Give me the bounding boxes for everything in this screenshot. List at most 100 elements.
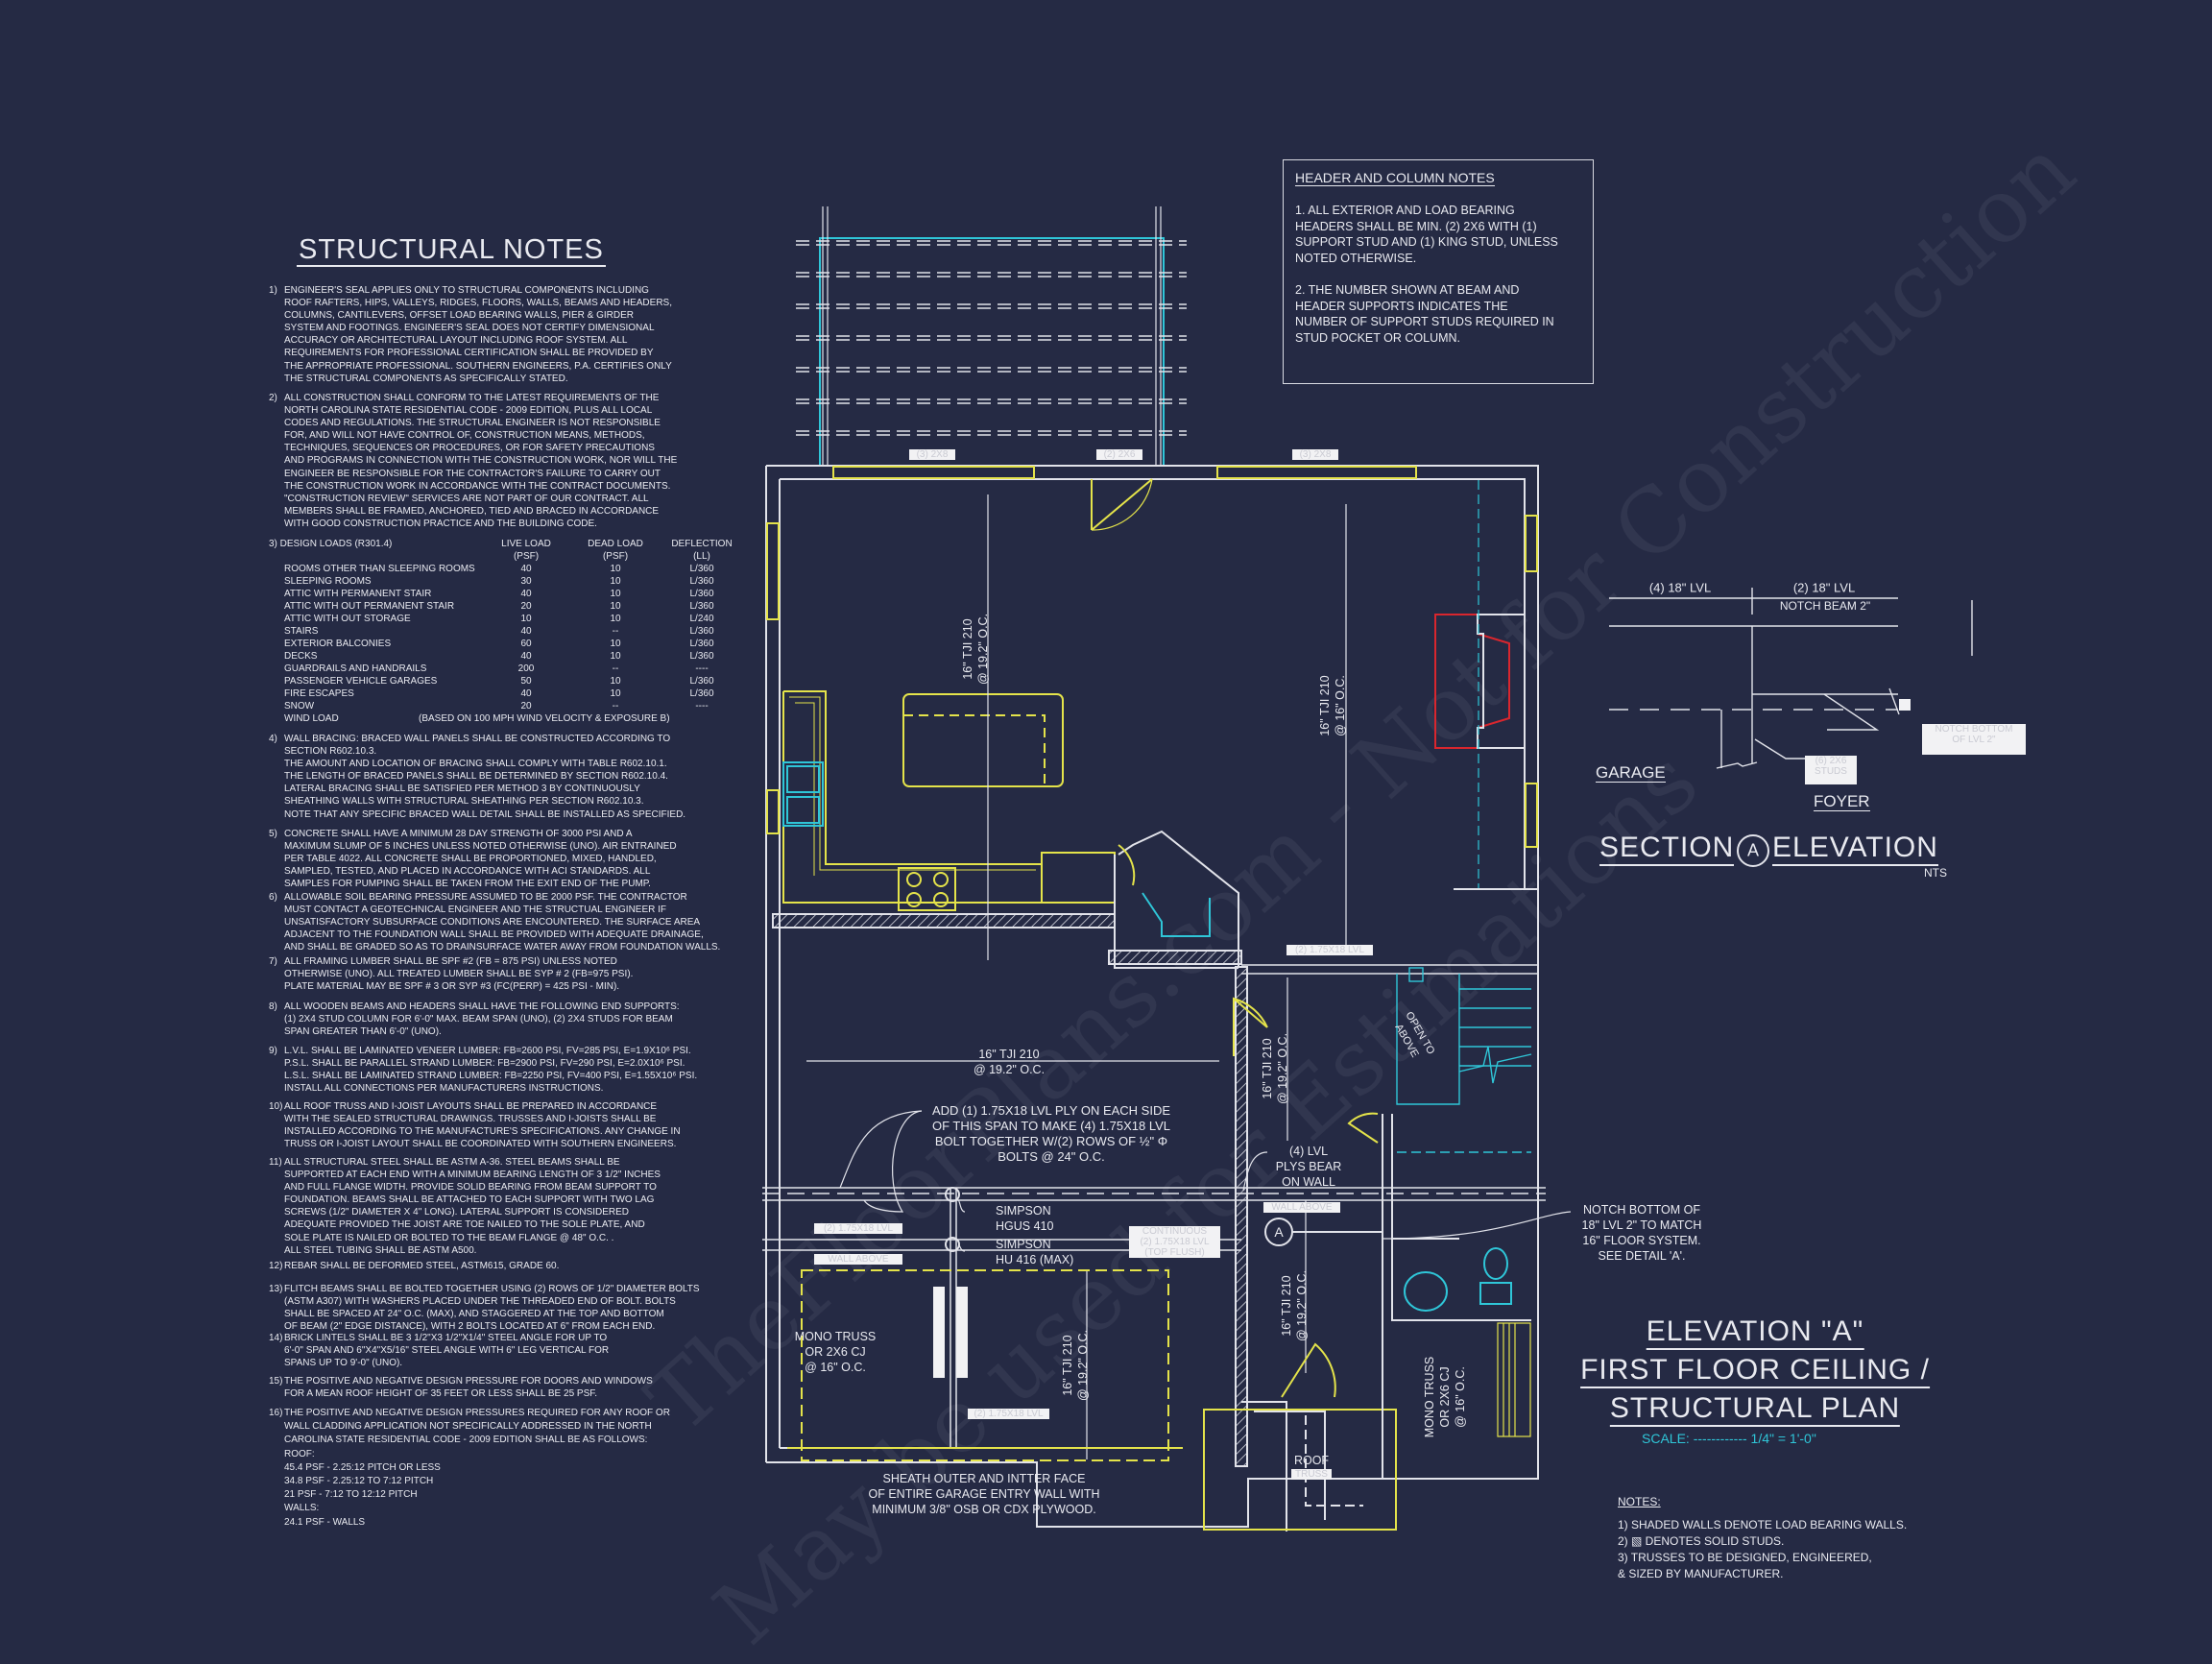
bathroom-fixtures	[1404, 1247, 1512, 1312]
joist-arrows	[806, 494, 1347, 1459]
dead-load: --	[612, 626, 619, 637]
section-garage-label: GARAGE	[1596, 763, 1666, 783]
joist-label-living: 16" TJI 210 @ 16" O.C.	[1318, 675, 1347, 736]
header-column-notes-box	[1283, 159, 1594, 384]
windows	[766, 466, 1538, 848]
live-load: 60	[520, 639, 532, 649]
note-text: ALL ROOF TRUSS AND I-JOIST LAYOUTS SHALL…	[284, 1101, 681, 1150]
note-text: BRICK LINTELS SHALL BE 3 1/2"x3 1/2"x1/4…	[284, 1333, 610, 1369]
deflection: ----	[695, 663, 709, 674]
simpson-hu-label: SIMPSON HU 416 (MAX)	[996, 1238, 1074, 1266]
header-column-note-2: 2. THE NUMBER SHOWN AT BEAM AND HEADER S…	[1295, 283, 1554, 345]
load-category: GUARDRAILS AND HANDRAILS	[284, 663, 427, 674]
deck-joists	[796, 240, 1187, 436]
dead-load: 10	[610, 651, 621, 662]
note-text: ALL STRUCTURAL STEEL SHALL BE ASTM A-36.…	[284, 1157, 661, 1256]
dead-load: 10	[610, 639, 621, 649]
column-units: (PSF)	[602, 551, 629, 562]
deck-posts	[822, 206, 1162, 466]
section-title-left: SECTION	[1599, 832, 1735, 866]
section-left-beam: (4) 18" LVL	[1648, 580, 1712, 595]
live-load: 20	[520, 701, 532, 711]
bearing-wall	[1235, 966, 1248, 1467]
note-text: FLITCH BEAMS SHALL BE BOLTED TOGETHER US…	[284, 1284, 700, 1333]
beam-tag: WALL ABOVE	[1263, 1202, 1340, 1213]
live-load: 40	[520, 626, 532, 637]
note-number: 11)	[269, 1157, 282, 1168]
load-category: STAIRS	[284, 626, 319, 637]
deflection: L/360	[689, 676, 714, 687]
note-number: 15)	[269, 1376, 283, 1387]
scale-value: ------------ 1/4" = 1'-0"	[1693, 1431, 1816, 1446]
load-category: SLEEPING ROOMS	[284, 576, 372, 587]
section-nts: NTS	[1924, 866, 1947, 880]
note-text: ALL CONSTRUCTION SHALL CONFORM TO THE LA…	[284, 393, 678, 529]
deflection: L/360	[689, 589, 714, 599]
live-load: 30	[520, 576, 532, 587]
note-text: REBAR SHALL BE DEFORMED STEEL, ASTM615, …	[284, 1261, 560, 1271]
general-notes-heading: NOTES:	[1618, 1495, 1661, 1508]
header-tag: (3) 2x8	[909, 449, 955, 460]
design-loads-heading: 3) DESIGN LOADS (R301.4)	[269, 539, 393, 549]
hanger-marker	[945, 1187, 960, 1202]
beam-tag: CONTINUOUS (2) 1.75x18 LVL (TOP FLUSH)	[1129, 1226, 1220, 1258]
note-text: ENGINEER'S SEAL APPLIES ONLY TO STRUCTUR…	[284, 285, 672, 384]
deflection: ----	[695, 701, 709, 711]
note-number: 10)	[269, 1101, 283, 1112]
fireplace-wall	[1477, 614, 1525, 749]
title-line-1: ELEVATION "A"	[1646, 1315, 1864, 1350]
kitchen-sink	[782, 761, 824, 827]
section-marker-circle	[1264, 1218, 1382, 1246]
note-text: L.V.L. SHALL BE LAMINATED VENEER LUMBER:…	[284, 1046, 698, 1095]
title-line-3: STRUCTURAL PLAN	[1609, 1392, 1901, 1427]
deck-framing	[819, 237, 1165, 467]
dead-load: 10	[610, 601, 621, 612]
load-category: EXTERIOR BALCONIES	[284, 639, 392, 649]
mono-truss-left-label: MONO TRUSS OR 2x6 CJ @ 16" O.C.	[794, 1330, 877, 1374]
joist-label-kitchen: 16" TJI 210 @ 19.2" O.C.	[961, 613, 990, 686]
live-load: 10	[520, 614, 532, 624]
beam-tag: WALL ABOVE	[814, 1254, 902, 1265]
mono-truss-right-label: MONO TRUSS OR 2x6 CJ @ 16" O.C.	[1423, 1356, 1467, 1438]
dead-load: --	[612, 701, 619, 711]
bearing-wall	[772, 913, 1116, 928]
scale-row: SCALE: ------------ 1/4" = 1'-0"	[1642, 1431, 1816, 1446]
dead-load: 10	[610, 676, 621, 687]
deflection: L/360	[689, 626, 714, 637]
section-marker-letter: A	[1274, 1224, 1284, 1240]
structural-notes-title: STRUCTURAL NOTES	[297, 234, 606, 267]
load-category: ROOMS OTHER THAN SLEEPING ROOMS	[284, 564, 475, 574]
kitchen-island	[902, 693, 1064, 787]
header-column-notes-title: HEADER AND COLUMN NOTES	[1295, 170, 1495, 186]
general-note-2: 2) ▧ DENOTES SOLID STUDS.	[1618, 1534, 1785, 1548]
stairs	[1396, 967, 1532, 1153]
general-note-1: 1) SHADED WALLS DENOTE LOAD BEARING WALL…	[1618, 1518, 1908, 1531]
load-category: ATTIC WITH OUT PERMANENT STAIR	[284, 601, 455, 612]
column-units: (PSF)	[513, 551, 540, 562]
title-line-2: FIRST FLOOR CEILING /	[1580, 1354, 1930, 1388]
dead-load: 10	[610, 688, 621, 699]
stair-treads	[1497, 1322, 1531, 1437]
note-number: 1)	[269, 285, 277, 296]
note-number: 7)	[269, 956, 277, 967]
joist-label-foyer: 16" TJI 210 @ 19.2" O.C.	[1280, 1269, 1309, 1342]
kitchen-counters	[782, 690, 1116, 911]
truss-tag: TRUSS	[1291, 1469, 1332, 1480]
sheath-note: SHEATH OUTER AND INTTER FACE OF ENTIRE G…	[868, 1472, 1100, 1516]
column-header: LIVE LOAD	[501, 539, 551, 549]
column-header: DEFLECTION	[671, 539, 733, 549]
simpson-hgus-label: SIMPSON HGUS 410	[996, 1204, 1054, 1233]
lvl-plys-label: (4) LVL PLYS BEAR ON WALL	[1275, 1145, 1342, 1189]
deflection: L/360	[689, 688, 714, 699]
garage-beam	[956, 1287, 968, 1378]
note-number: 9)	[269, 1046, 277, 1056]
